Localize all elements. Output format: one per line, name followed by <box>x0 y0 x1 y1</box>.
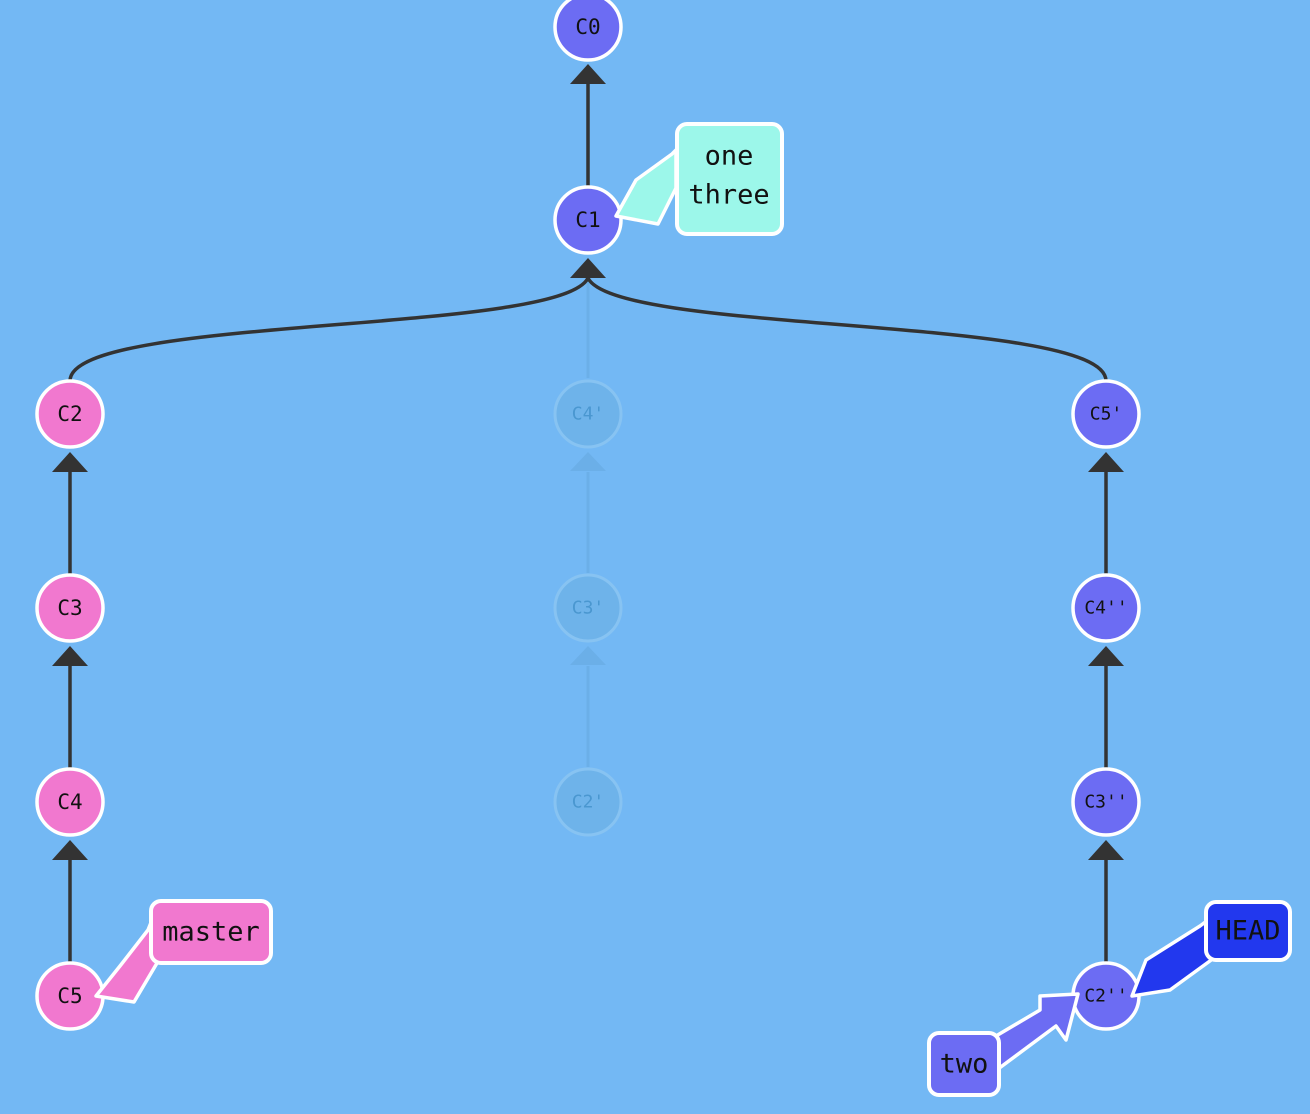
commit-c2-ghost[interactable]: C2' <box>553 767 623 837</box>
ref-arrow <box>614 148 678 226</box>
arrowhead-c4dprime <box>1088 646 1124 666</box>
commit-label: C1 <box>575 208 600 232</box>
arrowhead-c2 <box>52 452 88 472</box>
arrowheads <box>52 64 1124 860</box>
arrowhead-c3 <box>52 646 88 666</box>
commit-c3-ghost[interactable]: C3' <box>553 573 623 643</box>
commit-c0[interactable]: C0 <box>553 0 623 62</box>
commit-label: C2' <box>572 792 605 813</box>
commit-label: C3'' <box>1084 792 1127 813</box>
commit-label: C4' <box>572 404 605 425</box>
commit-label: C0 <box>575 15 600 39</box>
arrowhead-c3dprime <box>1088 840 1124 860</box>
commit-label: C2'' <box>1084 986 1127 1007</box>
arrowhead-c3ghost <box>570 646 606 665</box>
commit-c3-double-prime[interactable]: C3'' <box>1071 767 1141 837</box>
arrowhead-c4ghost <box>570 452 606 471</box>
ref-arrow <box>1130 918 1216 998</box>
ghost-branch <box>570 276 606 767</box>
edge-c2-c1 <box>68 277 590 382</box>
commit-label: C4'' <box>1084 598 1127 619</box>
commit-c4[interactable]: C4 <box>35 767 105 837</box>
commit-label: C3' <box>572 598 605 619</box>
commit-c2[interactable]: C2 <box>35 379 105 449</box>
commit-c5[interactable]: C5 <box>35 961 105 1031</box>
commit-label: C5' <box>1090 404 1123 425</box>
commit-c4-ghost[interactable]: C4' <box>553 379 623 449</box>
commit-label: C3 <box>57 596 82 620</box>
ref-label-one: one <box>705 141 754 172</box>
arrowhead-c0 <box>570 64 606 84</box>
commit-c3[interactable]: C3 <box>35 573 105 643</box>
ref-label-master: master <box>162 917 260 948</box>
ref-one-three[interactable]: one three <box>614 122 784 236</box>
commit-c5-prime[interactable]: C5' <box>1071 379 1141 449</box>
arrowhead-c5prime <box>1088 452 1124 472</box>
ref-head[interactable]: HEAD <box>1130 900 1292 998</box>
commit-c2-double-prime[interactable]: C2'' <box>1071 961 1141 1031</box>
commit-c1[interactable]: C1 <box>553 185 623 255</box>
commit-c4-double-prime[interactable]: C4'' <box>1071 573 1141 643</box>
arrowhead-c1 <box>570 258 606 278</box>
ref-master[interactable]: master <box>94 899 273 1004</box>
ref-arrow <box>992 992 1080 1074</box>
commit-label: C5 <box>57 984 82 1008</box>
edges <box>68 83 1108 963</box>
ref-label-two: two <box>940 1049 989 1080</box>
commit-label: C4 <box>57 790 82 814</box>
ref-label-head: HEAD <box>1215 916 1280 947</box>
ref-two[interactable]: two <box>927 992 1080 1097</box>
commit-label: C2 <box>57 402 82 426</box>
edge-c5prime-c1 <box>586 277 1108 382</box>
ref-label-three: three <box>688 180 769 211</box>
arrowhead-c4 <box>52 840 88 860</box>
